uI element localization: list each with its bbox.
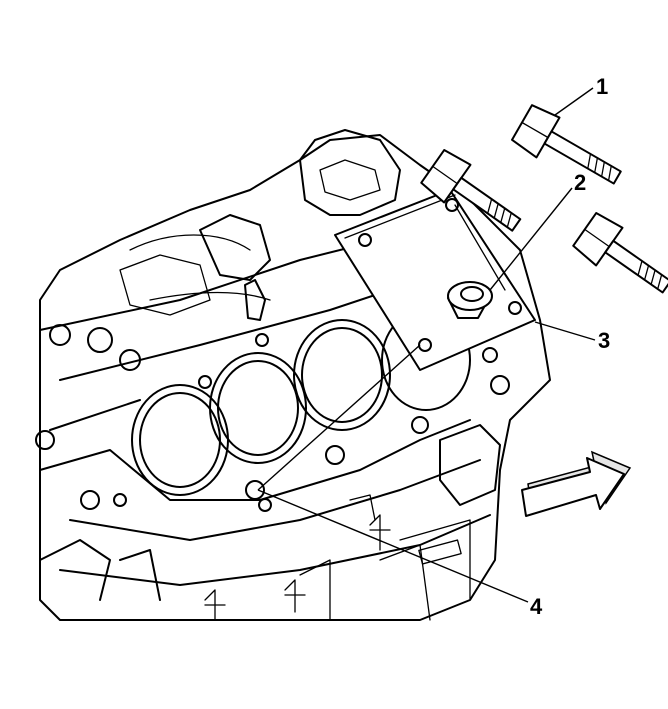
- callout-3: 3: [598, 328, 611, 353]
- arrow-right-icon: [521, 450, 632, 517]
- callout-1: 1: [596, 74, 609, 99]
- crankcase-ribs: [204, 424, 501, 621]
- dowel-seal: [447, 281, 493, 319]
- leader-lines: [257, 87, 596, 603]
- callout-2: 2: [574, 170, 587, 195]
- callout-4: 4: [530, 594, 543, 619]
- leader-2: [489, 187, 573, 291]
- leader-1: [554, 87, 594, 116]
- cylinder-bores: [131, 309, 510, 512]
- cover-plate: [334, 189, 536, 371]
- bolts: [420, 104, 668, 294]
- leader-4b: [257, 344, 421, 491]
- leader-3: [534, 321, 596, 341]
- leader-4: [257, 489, 529, 603]
